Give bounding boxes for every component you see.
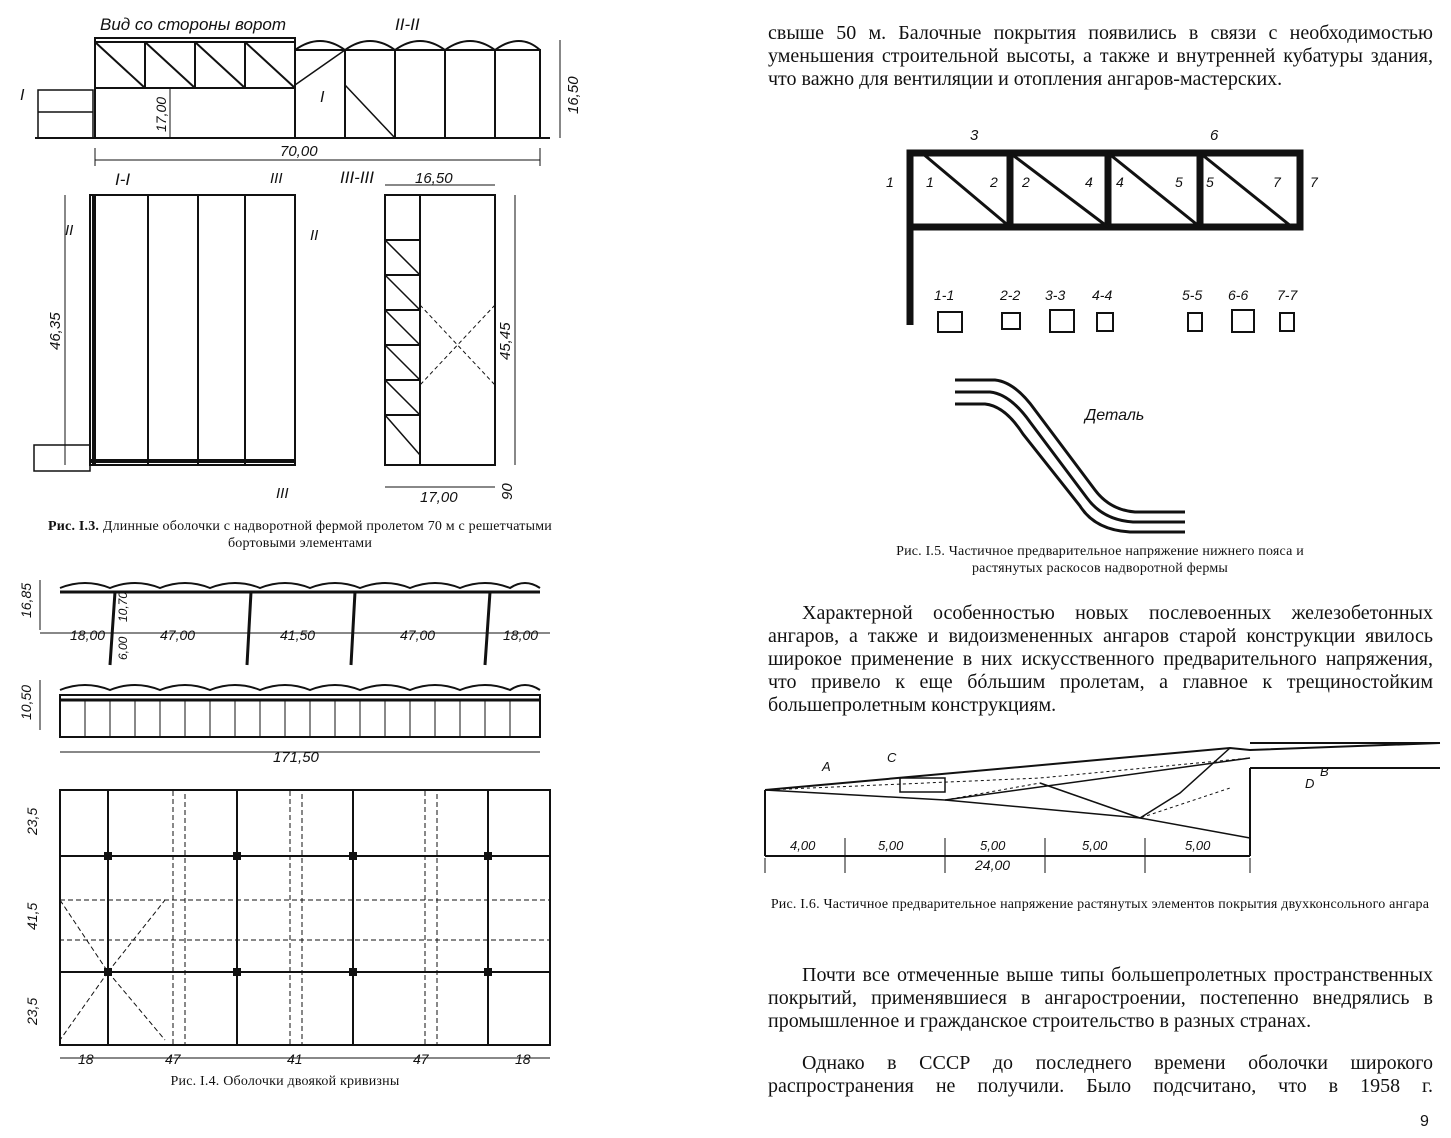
fig15-node-1a: 1	[886, 174, 894, 190]
fig13-elevation: Вид со стороны ворот II-II I I 70,00 17,…	[20, 15, 582, 166]
fig16-dim-2: 5,00	[878, 838, 904, 853]
fig13-section-2: II-II	[395, 15, 420, 34]
fig14-dim-600: 6,00	[116, 636, 130, 660]
fig14-plan-bottom-2: 47	[165, 1051, 182, 1067]
fig15-section-7: 7-7	[1277, 287, 1298, 303]
fig14-span-5: 18,00	[503, 627, 538, 643]
page-number: 9	[1420, 1113, 1429, 1130]
fig14-dim-1070: 10,70	[116, 592, 130, 622]
fig16-letter-b: B	[1320, 764, 1329, 779]
fig16-letter-d: D	[1305, 776, 1314, 791]
para-bottom-1: Почти все отмеченные выше типы большепро…	[768, 964, 1433, 1032]
fig13-dim-17: 17,00	[153, 97, 169, 132]
fig16-dim-3: 5,00	[980, 838, 1006, 853]
fig13-caption-lead: Рис. I.3.	[48, 519, 100, 534]
fig15-caption: Рис. I.5. Частичное предварительное напр…	[896, 544, 1304, 576]
fig14-span-1: 18,00	[70, 627, 105, 643]
fig13-dim-70: 70,00	[280, 143, 318, 160]
fig15-label-3: 3	[970, 127, 979, 144]
fig15-section-6: 6-6	[1228, 287, 1248, 303]
fig15-node-2a: 2	[989, 174, 998, 190]
fig16-caption: Рис. I.6. Частичное предварительное напр…	[770, 897, 1430, 912]
fig16-dim-1: 4,00	[790, 838, 816, 853]
fig16-dim-4: 5,00	[1082, 838, 1108, 853]
fig13-dim-1700b: 17,00	[420, 489, 458, 506]
para-top: свыше 50 м. Балочные покрытия появились …	[768, 22, 1433, 90]
para-mid: Характерной особенностью новых послевоен…	[768, 602, 1433, 716]
fig14-plan-bottom-1: 18	[78, 1051, 94, 1067]
fig15-node-4a: 4	[1085, 174, 1093, 190]
fig15-truss: 3 6 1 1 2 2 4 4 5 5 7 7 1-1 2-2 3-3 4-4 …	[886, 127, 1319, 333]
fig16-dim-5: 5,00	[1185, 838, 1211, 853]
fig13-mark-ii-left: II	[65, 222, 73, 239]
fig14-dim-total: 171,50	[273, 749, 320, 766]
fig15-detail-label: Деталь	[1083, 407, 1144, 424]
fig15-node-5a: 5	[1175, 174, 1183, 190]
fig13-mark-iii-top: III	[270, 170, 283, 187]
fig14-plan-bottom-3: 41	[287, 1051, 303, 1067]
fig13-caption: Рис. I.3. Длинные оболочки с надворотной…	[30, 518, 570, 552]
fig13-plans: I-I III II II III 46,35 III-III 16,50 45…	[33, 168, 516, 506]
fig15-node-4b: 4	[1116, 174, 1124, 190]
para-bottom-2: Однако в СССР до последнего времени обол…	[768, 1052, 1433, 1097]
fig15-node-7b: 7	[1310, 174, 1319, 190]
fig14-plan-bottom-4: 47	[413, 1051, 430, 1067]
fig13-caption-text: Длинные оболочки с надворотной фермой пр…	[102, 519, 552, 551]
fig16-diagram: A C B D 4,00 5,00 5,00 5,00 5,00 24,00	[764, 742, 1441, 873]
fig14-span-4: 47,00	[400, 627, 435, 643]
fig16-dim-total: 24,00	[974, 857, 1010, 873]
fig13-mark-i-right: I	[320, 89, 325, 106]
fig13-title-top: Вид со стороны ворот	[100, 15, 286, 34]
fig15-section-1: 1-1	[934, 287, 954, 303]
fig15-label-6: 6	[1210, 127, 1219, 144]
fig14-plan-bottom-5: 18	[515, 1051, 531, 1067]
fig14-caption: Рис. I.4. Оболочки двоякой кривизны	[170, 1074, 400, 1089]
fig13-dim-4545: 45,45	[497, 322, 514, 360]
fig16-letter-a: A	[821, 759, 831, 774]
fig15-node-1b: 1	[926, 174, 934, 190]
fig15-detail: Деталь	[955, 378, 1185, 534]
fig14-elevations: 16,85 10,70 6,00 18,00 47,00 41,50 47,00…	[18, 580, 550, 766]
fig14-dim-1050: 10,50	[18, 685, 34, 720]
fig14-span-3: 41,50	[280, 627, 315, 643]
fig14-dim-1685: 16,85	[18, 583, 34, 618]
fig16-letter-c: C	[887, 750, 897, 765]
fig13-dim-90: 90	[499, 483, 516, 500]
fig13-dim-1650: 16,50	[565, 76, 582, 114]
fig14-plan-left-3: 23,5	[24, 998, 40, 1026]
fig14-plan-left-2: 41,5	[24, 903, 40, 930]
fig15-section-2: 2-2	[999, 287, 1020, 303]
fig13-mark-ii-right: II	[310, 227, 318, 244]
fig13-dim-4635: 46,35	[47, 312, 64, 350]
fig13-mark-i-left: I	[20, 87, 25, 104]
fig13-dim-1650b: 16,50	[415, 170, 453, 187]
fig15-node-2b: 2	[1021, 174, 1030, 190]
fig13-mark-iii-bottom: III	[276, 485, 289, 502]
fig13-section-3: III-III	[340, 168, 374, 187]
fig13-section-1: I-I	[115, 170, 130, 189]
fig15-section-3: 3-3	[1045, 287, 1065, 303]
fig15-section-5: 5-5	[1182, 287, 1202, 303]
fig15-node-7a: 7	[1273, 174, 1282, 190]
fig15-node-5b: 5	[1206, 174, 1214, 190]
fig15-section-4: 4-4	[1092, 287, 1112, 303]
fig14-plan: 23,5 41,5 23,5 18 47 41 47 18	[24, 789, 551, 1067]
fig14-plan-left-1: 23,5	[24, 808, 40, 836]
fig14-span-2: 47,00	[160, 627, 195, 643]
